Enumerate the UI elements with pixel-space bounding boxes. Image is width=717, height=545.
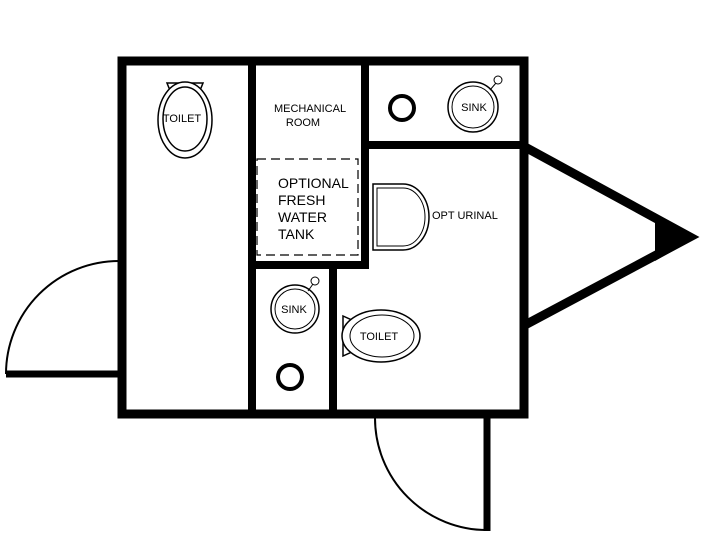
tank-label-line1: OPTIONAL [278, 175, 349, 191]
interior-walls [248, 61, 524, 414]
toilet-left [157, 81, 213, 159]
sink-top-label: SINK [461, 102, 487, 114]
bottom-door [374, 414, 491, 531]
toilet-left-label: TOILET [163, 113, 202, 125]
toilet-right-label: TOILET [360, 331, 399, 343]
sink-middle [270, 276, 320, 334]
mechanical-room-label-line1: MECHANICAL [274, 103, 346, 115]
floor-drain-bottom [276, 363, 304, 391]
tank-label-line2: FRESH [278, 192, 325, 208]
left-door [5, 260, 126, 378]
outer-wall [117, 56, 529, 419]
sink-top [447, 75, 503, 133]
opt-urinal-label: OPT URINAL [432, 210, 498, 222]
tank-label-line4: TANK [278, 226, 315, 242]
trailer-hitch [522, 143, 700, 329]
mechanical-room-label-line2: ROOM [286, 117, 320, 129]
floor-drain-top [388, 94, 416, 122]
urinal [372, 183, 430, 251]
toilet-right [341, 309, 421, 363]
sink-middle-label: SINK [281, 304, 307, 316]
tank-label-line3: WATER [278, 209, 327, 225]
fresh-water-tank-outline [256, 158, 359, 256]
